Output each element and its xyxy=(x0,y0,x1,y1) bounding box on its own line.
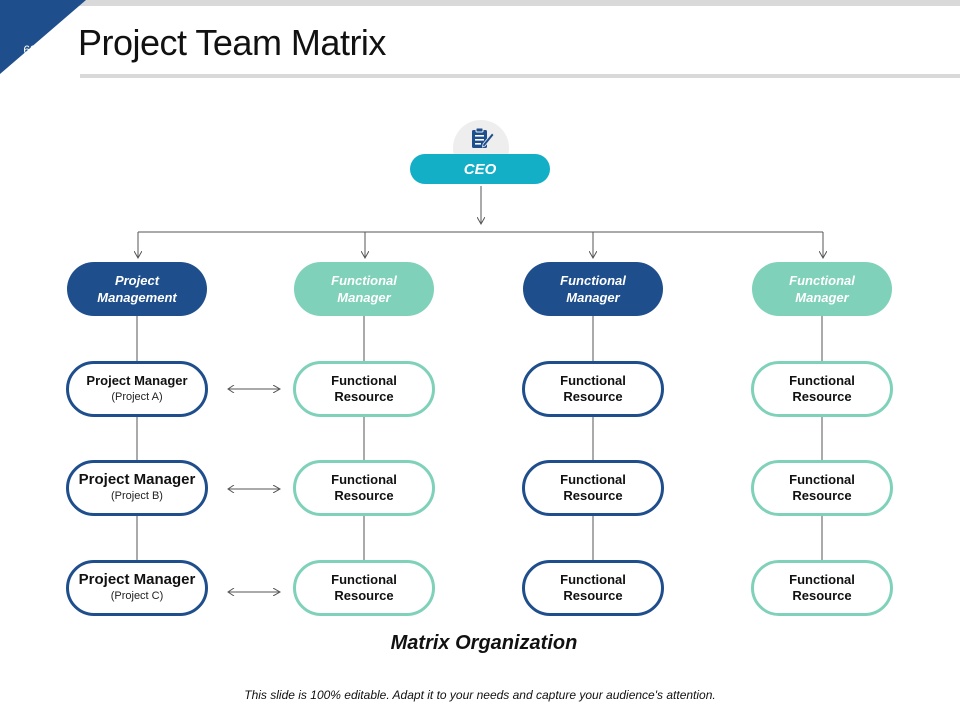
text-line: Resource xyxy=(334,588,394,603)
text-line: Resource xyxy=(563,389,623,404)
checklist-icon xyxy=(472,127,495,148)
text-line: Project xyxy=(114,273,160,288)
text-line: Resource xyxy=(334,389,394,404)
project-manager-box: Project Manager (Project C) xyxy=(66,560,208,616)
title-underline xyxy=(80,74,960,78)
text-line: Functional xyxy=(789,572,855,587)
text-line: Functional xyxy=(331,472,397,487)
text-line: Functional xyxy=(560,472,626,487)
project-manager-name: Project Manager xyxy=(78,571,196,588)
slide-number: 68 xyxy=(23,43,37,57)
text-line: Resource xyxy=(792,588,852,603)
text-line: Resource xyxy=(792,389,852,404)
text-line: Resource xyxy=(563,488,623,503)
text-line: Manager xyxy=(337,290,391,305)
ceo-node: CEO xyxy=(410,154,550,184)
text-line: Functional xyxy=(789,373,855,388)
text-line: Resource xyxy=(334,488,394,503)
text-line: Functional xyxy=(331,572,397,587)
project-manager-name: Project Manager xyxy=(78,471,196,488)
slide-title: Project Team Matrix xyxy=(78,22,386,63)
diagram-caption: Matrix Organization xyxy=(390,632,578,654)
footer-note: This slide is 100% editable. Adapt it to… xyxy=(244,688,716,702)
project-label: (Project A) xyxy=(111,391,163,403)
corner-tab xyxy=(0,0,86,74)
project-label: (Project C) xyxy=(110,590,164,602)
text-line: Functional xyxy=(331,273,397,288)
text-line: Functional xyxy=(331,373,397,388)
text-line: Functional xyxy=(789,472,855,487)
text-line: Resource xyxy=(792,488,852,503)
project-manager-name: Project Manager xyxy=(86,373,188,388)
text-line: Functional xyxy=(560,572,626,587)
project-manager-box: Project Manager (Project A) xyxy=(66,361,208,417)
text-line: Manager xyxy=(795,290,849,305)
top-rule xyxy=(0,0,960,6)
text-line: Functional xyxy=(789,273,855,288)
project-manager-box: Project Manager (Project B) xyxy=(66,460,208,516)
project-label: (Project B) xyxy=(111,490,163,502)
text-line: Functional xyxy=(560,273,626,288)
text-line: Functional xyxy=(560,373,626,388)
text-line: Resource xyxy=(563,588,623,603)
text-line: Manager xyxy=(566,290,620,305)
text-line: Management xyxy=(97,290,177,305)
